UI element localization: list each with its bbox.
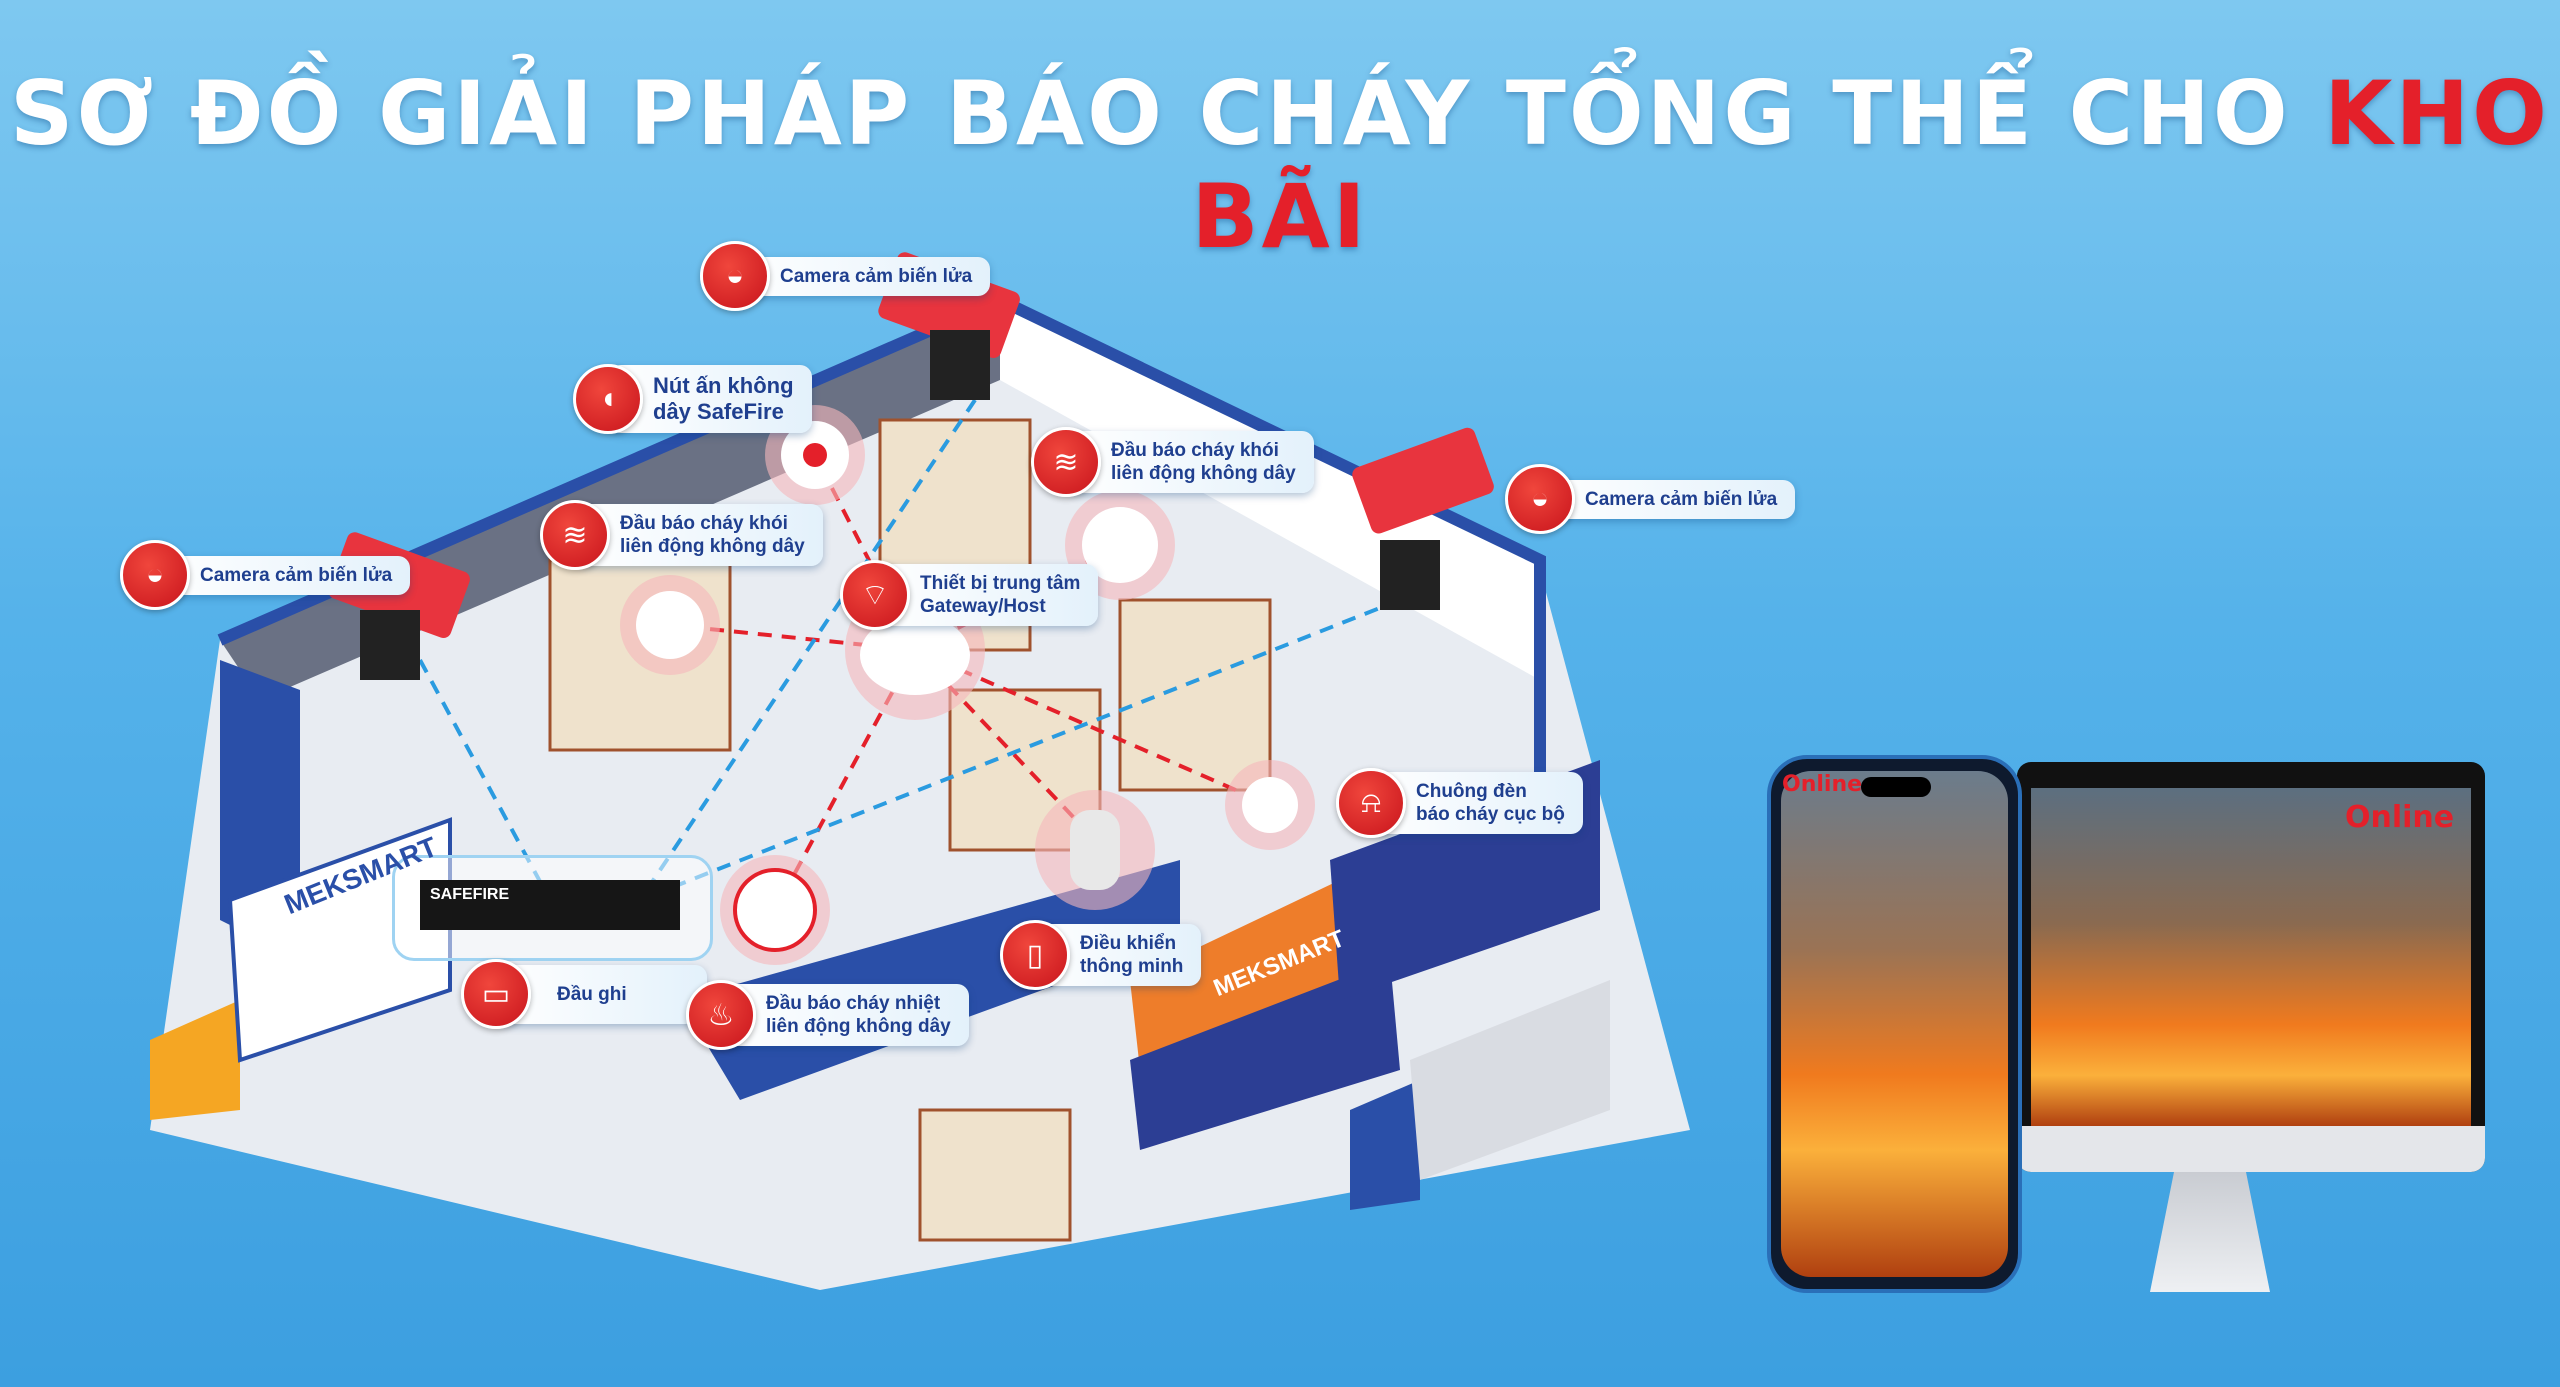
label-recorder: ▭ Đầu ghi	[461, 959, 707, 1029]
label-line1: Đầu báo cháy khói	[620, 513, 788, 534]
label-line1: Đầu báo cháy nhiệt	[766, 993, 941, 1014]
fire-bell	[1225, 760, 1315, 850]
dome-camera-icon: ◒	[1505, 464, 1575, 534]
monitor-stand	[2150, 1172, 2270, 1292]
fire-camera-right	[1352, 427, 1494, 610]
label-line2: Gateway/Host	[920, 596, 1046, 617]
recorder-icon: ▭	[461, 959, 531, 1029]
nvr-brand: SAFEFIRE	[430, 886, 510, 903]
smoke-detector-icon: ≋	[540, 500, 610, 570]
container-orange	[1130, 880, 1350, 1070]
phone-online-status: Online	[1782, 772, 1863, 797]
smart-remote	[1035, 790, 1155, 910]
label-line2: liên động không dây	[766, 1016, 951, 1037]
monitor-screen-fire-video	[2031, 788, 2471, 1126]
label-line2: thông minh	[1080, 956, 1184, 977]
label-line2: liên động không dây	[1111, 463, 1296, 484]
smoke-detector-icon: ≋	[1031, 427, 1101, 497]
heat-detector-icon: ♨	[686, 980, 756, 1050]
label-line2: báo cháy cục bộ	[1416, 804, 1565, 825]
label-line1: Thiết bị trung tâm	[920, 573, 1081, 594]
dome-camera-icon: ◒	[120, 540, 190, 610]
remote-control-icon: ▯	[1000, 920, 1070, 990]
smoke-detector-1	[620, 575, 720, 675]
label-text: Camera cảm biến lửa	[1585, 488, 1778, 510]
label-camera-left: ◒ Camera cảm biến lửa	[120, 540, 411, 610]
monitor-online-status: Online	[2345, 800, 2455, 835]
label-text: Camera cảm biến lửa	[780, 265, 973, 287]
smartphone	[1767, 755, 2022, 1293]
label-text: Camera cảm biến lửa	[200, 564, 393, 586]
bell-icon: ⍾	[1336, 768, 1406, 838]
wall-edge	[217, 293, 1546, 900]
heat-detector	[720, 855, 830, 965]
container-blue-1	[1130, 960, 1400, 1150]
dome-camera-icon: ◒	[700, 241, 770, 311]
label-line1: Chuông đèn	[1416, 781, 1527, 802]
desktop-monitor	[2017, 762, 2485, 1172]
title-main: SƠ ĐỒ GIẢI PHÁP BÁO CHÁY TỔNG THỂ CHO	[10, 62, 2325, 165]
monitor-chin	[2017, 1126, 2485, 1172]
truck-right	[1350, 980, 1610, 1210]
phone-screen-fire-video	[1781, 771, 2008, 1277]
phone-notch	[1861, 777, 1931, 797]
title-highlight: KHO BÃI	[1191, 62, 2550, 268]
label-text: Đầu ghi	[557, 983, 627, 1005]
label-line1: Nút ấn không	[653, 373, 794, 398]
label-camera-top: ◒ Camera cảm biến lửa	[700, 241, 991, 311]
label-line2: liên động không dây	[620, 536, 805, 557]
label-line2: dây SafeFire	[653, 399, 784, 424]
router-icon: ⌔	[840, 560, 910, 630]
page-title: SƠ ĐỒ GIẢI PHÁP BÁO CHÁY TỔNG THỂ CHO KH…	[0, 62, 2560, 268]
push-button-icon: ◖	[573, 364, 643, 434]
label-camera-right: ◒ Camera cảm biến lửa	[1505, 464, 1796, 534]
label-line1: Điều khiển	[1080, 933, 1177, 954]
label-line1: Đầu báo cháy khói	[1111, 440, 1279, 461]
nvr-device: SAFEFIRE	[420, 880, 680, 930]
